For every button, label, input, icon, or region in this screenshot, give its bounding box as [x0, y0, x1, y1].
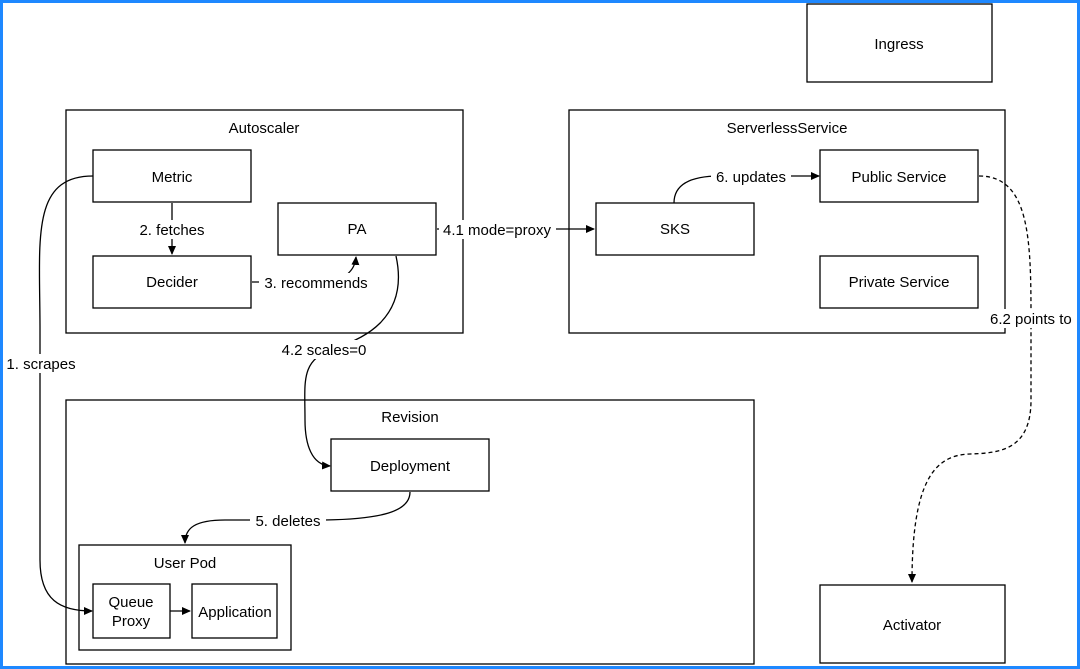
private-service-node[interactable]: Private Service — [819, 255, 979, 309]
revision-title: Revision — [381, 409, 439, 426]
edge-label-updates: 6. updates — [711, 167, 791, 186]
deployment-node[interactable]: Deployment — [330, 438, 490, 492]
activator-label: Activator — [883, 617, 941, 634]
svg-text:4.1 mode=proxy: 4.1 mode=proxy — [443, 222, 551, 239]
public-service-label: Public Service — [851, 169, 946, 186]
queue-proxy-node[interactable]: Queue Proxy — [92, 583, 171, 639]
svg-text:1. scrapes: 1. scrapes — [6, 356, 75, 373]
svg-text:6.2 points to: 6.2 points to — [990, 311, 1072, 328]
svg-text:6. updates: 6. updates — [716, 169, 786, 186]
svg-text:4.2 scales=0: 4.2 scales=0 — [282, 342, 367, 359]
application-label: Application — [198, 604, 271, 621]
pa-label: PA — [348, 221, 367, 238]
decider-node[interactable]: Decider — [92, 255, 252, 309]
edge-label-recommends: 3. recommends — [259, 273, 374, 292]
edge-scales — [304, 255, 399, 470]
private-service-label: Private Service — [849, 274, 950, 291]
sks-node[interactable]: SKS — [595, 202, 755, 256]
application-node[interactable]: Application — [191, 583, 278, 639]
edge-points-to — [908, 175, 1032, 583]
revision-group: Revision — [65, 399, 755, 665]
ingress-node[interactable]: Ingress — [806, 3, 993, 83]
sks-label: SKS — [660, 221, 690, 238]
edge-label-fetches: 2. fetches — [136, 220, 208, 239]
ingress-label: Ingress — [874, 36, 923, 53]
edge-scrapes — [38, 175, 94, 615]
serverless-service-title: ServerlessService — [727, 120, 848, 137]
svg-text:5. deletes: 5. deletes — [255, 513, 320, 530]
metric-node[interactable]: Metric — [92, 149, 252, 203]
public-service-node[interactable]: Public Service — [819, 149, 979, 203]
edge-label-scales: 4.2 scales=0 — [277, 340, 372, 359]
queue-proxy-label-line2: Proxy — [112, 613, 151, 630]
pa-node[interactable]: PA — [277, 202, 437, 256]
edge-label-scrapes: 1. scrapes — [3, 354, 79, 373]
decider-label: Decider — [146, 274, 198, 291]
user-pod-title: User Pod — [154, 555, 217, 572]
svg-text:3. recommends: 3. recommends — [264, 275, 367, 292]
activator-node[interactable]: Activator — [819, 584, 1006, 664]
user-pod-group: User Pod — [78, 544, 292, 651]
edge-label-points-to: 6.2 points to — [989, 309, 1077, 328]
metric-label: Metric — [152, 169, 193, 186]
svg-text:2. fetches: 2. fetches — [139, 222, 204, 239]
serverless-service-group: ServerlessService — [568, 109, 1006, 334]
edge-label-deletes: 5. deletes — [250, 511, 326, 530]
autoscaler-title: Autoscaler — [229, 120, 300, 137]
deployment-label: Deployment — [370, 458, 451, 475]
queue-proxy-label-line1: Queue — [108, 594, 153, 611]
edge-label-mode-proxy: 4.1 mode=proxy — [439, 220, 556, 239]
